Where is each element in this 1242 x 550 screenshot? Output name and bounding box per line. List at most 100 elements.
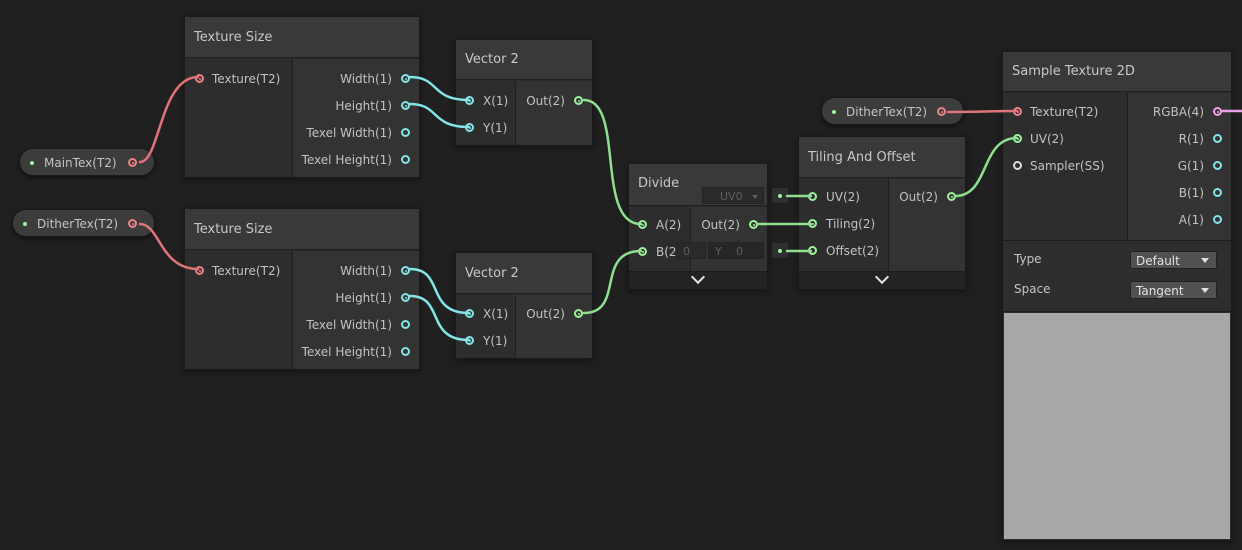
port-label: UV(2) (826, 190, 860, 204)
input-port-texture[interactable]: Texture(T2) (185, 69, 293, 89)
port-icon[interactable] (1013, 107, 1022, 116)
output-port-out[interactable]: Out(2) (516, 91, 592, 111)
port-icon[interactable] (1213, 107, 1222, 116)
output-port-b[interactable]: B(1) (1128, 183, 1231, 203)
type-dropdown[interactable]: Default (1130, 251, 1217, 269)
port-icon[interactable] (401, 320, 410, 329)
offset-y-field[interactable]: Y 0 (708, 242, 764, 259)
input-port-uv[interactable]: UV(2) (799, 187, 889, 207)
node-outputs: Out(2) (516, 81, 592, 145)
input-port-sampler[interactable]: Sampler(SS) (1003, 156, 1128, 176)
port-label: B(2) (656, 245, 682, 259)
port-icon[interactable] (638, 220, 647, 229)
port-label: A(1) (1178, 213, 1204, 227)
node-title[interactable]: Tiling And Offset (799, 137, 965, 178)
output-port-texel-height[interactable]: Texel Height(1) (293, 342, 419, 362)
offset-x-field[interactable]: 0 (676, 242, 706, 259)
output-port-out[interactable]: Out(2) (889, 187, 965, 207)
output-port-texel-width[interactable]: Texel Width(1) (293, 123, 419, 143)
output-port-height[interactable]: Height(1) (293, 96, 419, 116)
port-icon[interactable] (401, 293, 410, 302)
input-port-y[interactable]: Y(1) (456, 118, 516, 138)
port-icon[interactable] (808, 246, 817, 255)
port-label: Out(2) (526, 94, 565, 108)
port-icon[interactable] (1213, 188, 1222, 197)
port-icon[interactable] (401, 347, 410, 356)
node-sample-texture-2d[interactable]: Sample Texture 2D Texture(T2) UV(2) Samp… (1002, 51, 1232, 541)
property-dot (832, 110, 836, 114)
port-icon[interactable] (638, 247, 647, 256)
port-icon[interactable] (401, 155, 410, 164)
input-port-texture[interactable]: Texture(T2) (1003, 102, 1128, 122)
input-port-tiling[interactable]: Tiling(2) (799, 214, 889, 234)
output-port-height[interactable]: Height(1) (293, 288, 419, 308)
port-icon[interactable] (465, 96, 474, 105)
node-title[interactable]: Vector 2 (456, 253, 592, 294)
output-port-rgba[interactable]: RGBA(4) (1128, 102, 1231, 122)
port-icon[interactable] (195, 266, 204, 275)
port-label: Out(2) (526, 307, 565, 321)
node-inputs: Texture(T2) UV(2) Sampler(SS) (1003, 93, 1128, 240)
node-texture-size-2[interactable]: Texture Size Texture(T2) Width(1) Height… (184, 208, 420, 370)
input-port-a[interactable]: A(2) (629, 215, 691, 235)
port-icon[interactable] (808, 192, 817, 201)
output-port-out[interactable]: Out(2) (516, 304, 592, 324)
port-icon[interactable] (1213, 215, 1222, 224)
port-icon[interactable] (947, 192, 956, 201)
port-icon[interactable] (465, 309, 474, 318)
port-icon[interactable] (1013, 161, 1022, 170)
input-port-x[interactable]: X(1) (456, 304, 516, 324)
offset-connector (771, 242, 789, 259)
port-icon[interactable] (749, 220, 758, 229)
node-tiling-and-offset[interactable]: Tiling And Offset UV(2) Tiling(2) Offset… (798, 136, 966, 290)
input-port-offset[interactable]: Offset(2) (799, 241, 889, 261)
port-icon[interactable] (401, 74, 410, 83)
property-maintex[interactable]: MainTex(T2) (19, 148, 155, 176)
port-icon[interactable] (1013, 134, 1022, 143)
output-port-out[interactable]: Out(2) (691, 215, 767, 235)
port-icon[interactable] (574, 96, 583, 105)
output-port-r[interactable]: R(1) (1128, 129, 1231, 149)
port-icon[interactable] (401, 128, 410, 137)
port-icon[interactable] (465, 123, 474, 132)
port-icon[interactable] (401, 101, 410, 110)
input-port-y[interactable]: Y(1) (456, 331, 516, 351)
texture-output-port[interactable] (128, 158, 137, 167)
property-dithertex-1[interactable]: DitherTex(T2) (12, 209, 155, 237)
uv-channel-field[interactable]: UV0 (702, 187, 764, 204)
uv-connector (771, 187, 789, 204)
input-port-x[interactable]: X(1) (456, 91, 516, 111)
node-divide[interactable]: Divide A(2) B(2) Out(2) (628, 163, 768, 290)
node-vector2-1[interactable]: Vector 2 X(1) Y(1) Out(2) (455, 39, 593, 146)
port-icon[interactable] (1213, 134, 1222, 143)
port-icon[interactable] (195, 74, 204, 83)
output-port-texel-width[interactable]: Texel Width(1) (293, 315, 419, 335)
texture-output-port[interactable] (937, 107, 946, 116)
expand-button[interactable] (799, 269, 965, 289)
node-title[interactable]: Texture Size (185, 17, 419, 58)
expand-button[interactable] (629, 269, 767, 289)
output-port-width[interactable]: Width(1) (293, 69, 419, 89)
output-port-texel-height[interactable]: Texel Height(1) (293, 150, 419, 170)
node-vector2-2[interactable]: Vector 2 X(1) Y(1) Out(2) (455, 252, 593, 359)
port-label: UV(2) (1030, 132, 1064, 146)
port-icon[interactable] (574, 309, 583, 318)
space-dropdown[interactable]: Tangent (1130, 281, 1217, 299)
node-inputs: A(2) B(2) (629, 207, 691, 271)
property-dithertex-2[interactable]: DitherTex(T2) (821, 97, 964, 125)
node-title[interactable]: Texture Size (185, 209, 419, 250)
node-title[interactable]: Sample Texture 2D (1003, 52, 1231, 92)
output-port-a[interactable]: A(1) (1128, 210, 1231, 230)
output-port-g[interactable]: G(1) (1128, 156, 1231, 176)
port-icon[interactable] (465, 336, 474, 345)
node-texture-size-1[interactable]: Texture Size Texture(T2) Width(1) Height… (184, 16, 420, 178)
node-title[interactable]: Vector 2 (456, 40, 592, 80)
node-inputs: X(1) Y(1) (456, 295, 516, 358)
input-port-texture[interactable]: Texture(T2) (185, 261, 293, 281)
output-port-width[interactable]: Width(1) (293, 261, 419, 281)
port-icon[interactable] (401, 266, 410, 275)
port-icon[interactable] (808, 219, 817, 228)
input-port-uv[interactable]: UV(2) (1003, 129, 1128, 149)
port-icon[interactable] (1213, 161, 1222, 170)
texture-output-port[interactable] (128, 219, 137, 228)
